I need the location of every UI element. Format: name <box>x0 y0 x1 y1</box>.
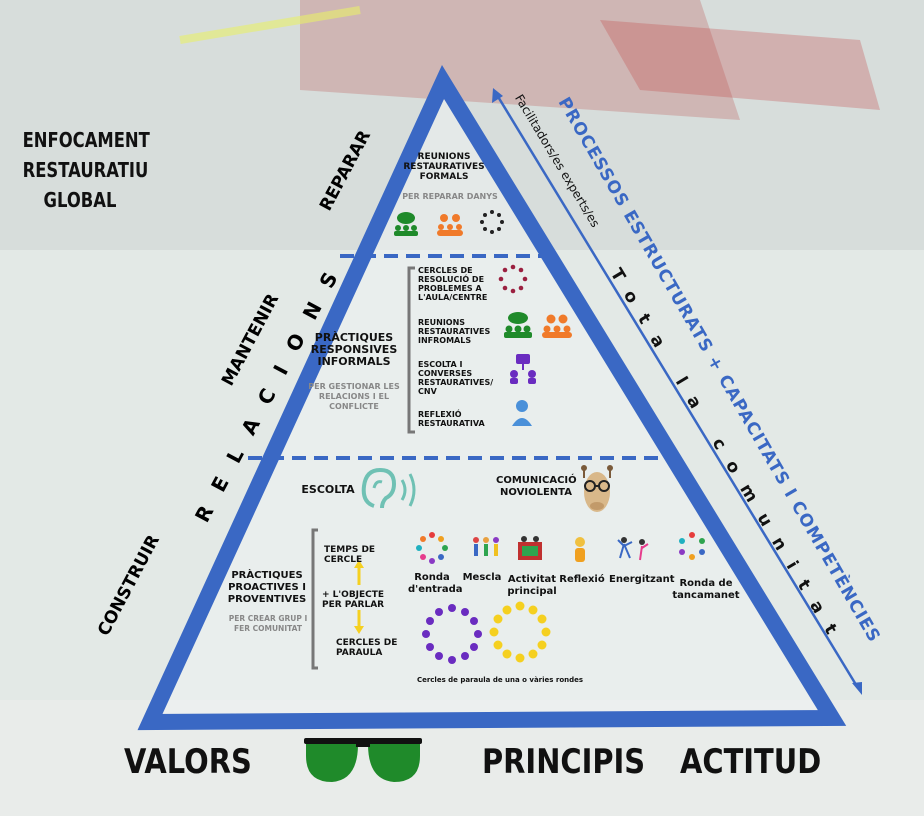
top-subtitle: PER REPARAR DANYS <box>402 192 498 201</box>
ronda-tancament-icon <box>679 532 705 560</box>
bottom-subtitle: PER CREAR GRUP I FER COMUNITAT <box>228 614 308 633</box>
ronda-entrada-icon <box>416 532 448 564</box>
cnv-label: COMUNICACIÓ NOVIOLENTA <box>496 475 577 498</box>
activity-label: Energitzant <box>609 574 675 585</box>
footer-valors: VALORS <box>124 742 252 782</box>
energitzant-icon <box>617 537 649 561</box>
purple-circle-icon <box>422 604 482 664</box>
giraffe-icon <box>581 465 613 512</box>
middle-icons <box>498 264 572 426</box>
sunglasses-icon <box>304 738 422 782</box>
title-line: GLOBAL <box>43 188 117 212</box>
activity-label: Mescla <box>462 572 502 583</box>
title-line: RESTAURATIU <box>22 158 149 182</box>
speaking-circles <box>422 601 551 664</box>
step-cercles: CERCLES DE PARAULA <box>336 638 398 658</box>
activitat-principal-icon <box>518 536 542 560</box>
group-green-icon <box>394 212 418 236</box>
activity-label: Reflexió <box>559 574 605 585</box>
activity-icons <box>416 532 705 564</box>
ear-icon <box>361 467 416 509</box>
middle-item: REUNIONS RESTAURATIVES INFROMALS <box>418 318 491 345</box>
step-temps: TEMPS DE CERCLE <box>324 545 376 565</box>
escolta-label: ESCOLTA <box>301 483 355 496</box>
main-title: ENFOCAMENT RESTAURATIU GLOBAL <box>22 125 150 215</box>
reflection-person-icon <box>512 400 532 426</box>
conversation-icon <box>510 354 536 384</box>
informal-orange-icon <box>542 314 572 338</box>
problem-circle-icon <box>498 264 528 294</box>
title-line: ENFOCAMENT <box>22 128 150 152</box>
yellow-circle-icon <box>489 601 551 663</box>
circle-dots-icon <box>480 210 504 234</box>
middle-title: PRÀCTIQUES RESPONSIVES INFORMALS <box>310 331 398 368</box>
mescla-people-icon <box>473 537 499 556</box>
middle-subtitle: PER GESTIONAR LES RELACIONS I EL CONFLIC… <box>308 382 400 411</box>
footer-principis: PRINCIPIS <box>482 742 646 782</box>
group-orange-icon <box>437 214 463 236</box>
informal-green-icon <box>504 312 532 338</box>
circles-caption: Cercles de paraula de una o vàries ronde… <box>416 676 584 684</box>
bottom-title: PRÀCTIQUES PROACTIVES I PROVENTIVES <box>227 570 307 605</box>
step-objecte: + L'OBJECTE PER PARLAR <box>322 590 385 610</box>
reflexio-icon <box>575 537 585 562</box>
middle-item: CERCLES DE RESOLUCIÓ DE PROBLEMES A L'AU… <box>418 266 488 302</box>
middle-item: ESCOLTA I CONVERSES RESTAURATIVES/ CNV <box>418 360 494 396</box>
top-title: REUNIONS RESTAURATIVES FORMALS <box>403 152 485 182</box>
middle-item: REFLEXIÓ RESTAURATIVA <box>418 410 485 428</box>
activity-label: Activitat principal <box>507 574 557 597</box>
footer-actitud: ACTITUD <box>680 742 822 782</box>
top-icons <box>394 210 504 236</box>
activity-label: Ronda de tancamanet <box>672 578 740 601</box>
activity-label: Ronda d'entrada <box>408 572 463 595</box>
